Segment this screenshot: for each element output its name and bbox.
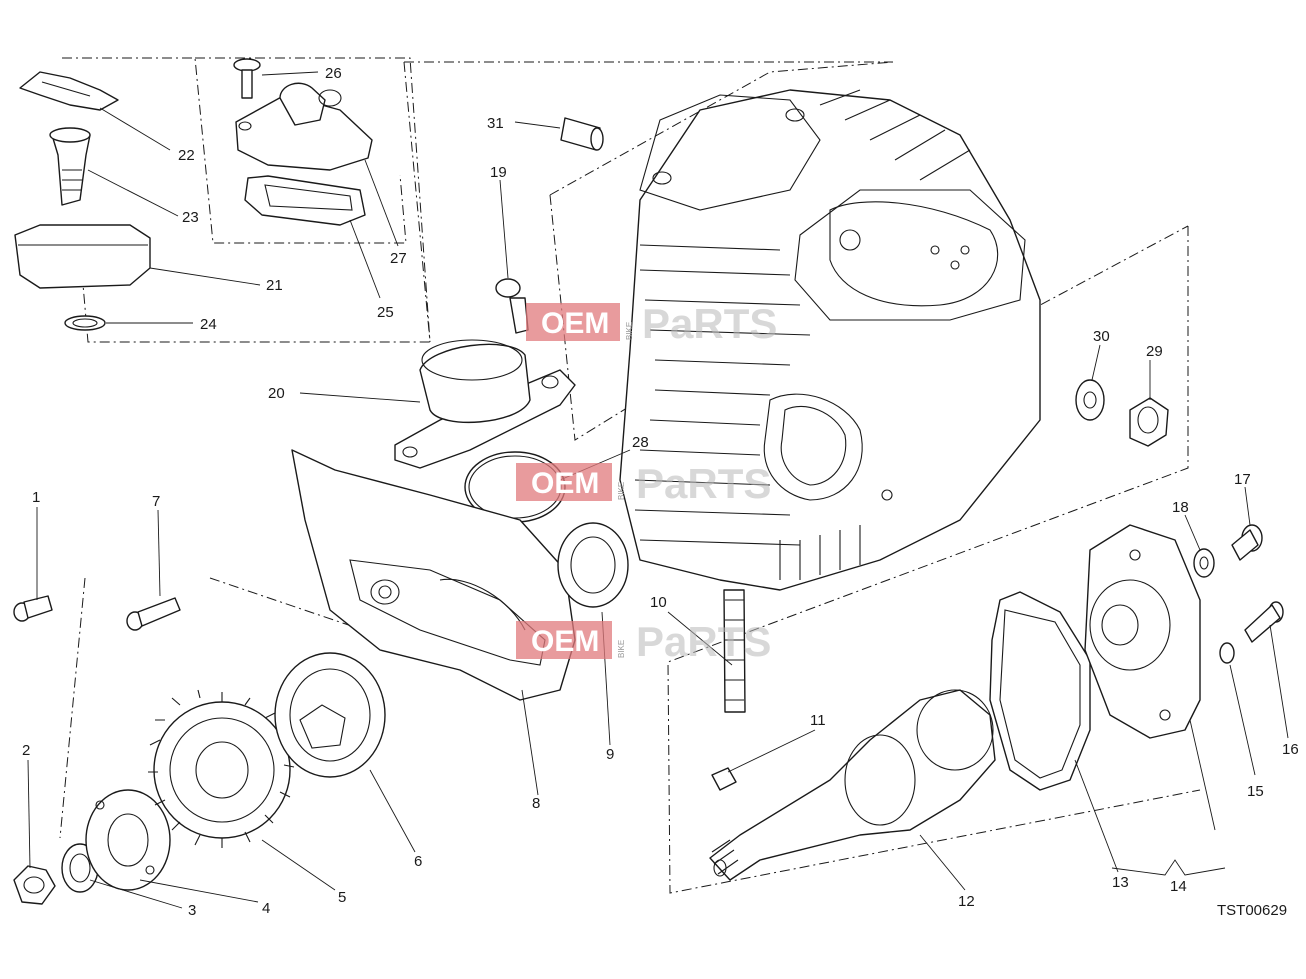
watermark-parts: PaRTS [636,618,771,665]
callout-12: 12 [958,893,975,910]
intake-flange-20 [394,339,576,469]
watermark-top: OEM BIKE PaRTS [526,300,777,347]
callout-8: 8 [532,795,540,812]
watermark-bike: BIKE [617,640,626,658]
callout-2: 2 [22,742,30,759]
callout-24: 24 [200,316,217,333]
callout-10: 10 [650,594,667,611]
pulley-6 [274,652,386,778]
cylinder-head [619,89,1041,591]
screw-17 [1231,524,1263,561]
watermark-bike: BIKE [625,322,634,340]
watermark-oem: OEM [531,625,599,658]
callout-9: 9 [606,746,614,763]
callout-30: 30 [1093,328,1110,345]
screw-16 [1244,601,1284,643]
callout-25: 25 [377,304,394,321]
callout-29: 29 [1146,343,1163,360]
callout-26: 26 [325,65,342,82]
breather-cover-27 [235,82,373,171]
oil-seal-9 [557,522,629,608]
gasket-25 [244,175,366,226]
callout-18: 18 [1172,499,1189,516]
end-cover-14 [1084,524,1201,739]
callout-22: 22 [178,147,195,164]
watermark-middle: OEM BIKE PaRTS [516,460,771,507]
screw-7 [126,597,181,631]
callout-21: 21 [266,277,283,294]
callout-numbers: 1 2 3 4 5 6 7 8 9 10 11 12 13 14 15 16 1… [22,65,1299,919]
callout-27: 27 [390,250,407,267]
breather-bracket [19,71,119,111]
callout-1: 1 [32,489,40,506]
callout-7: 7 [152,493,160,510]
key-11 [711,767,737,791]
watermark-bike: BIKE [617,482,626,500]
stud-10 [723,589,746,713]
callout-28: 28 [632,434,649,451]
callout-17: 17 [1234,471,1251,488]
washer-30 [1075,379,1105,421]
watermark-oem: OEM [531,467,599,500]
callout-4: 4 [262,900,270,917]
valve-cover-small [14,224,151,289]
callout-11: 11 [810,712,826,729]
callout-6: 6 [414,853,422,870]
nut-2 [13,865,56,905]
callout-15: 15 [1247,783,1264,800]
timing-gear-5 [148,689,295,848]
watermark-parts: PaRTS [642,300,777,347]
screw-19 [495,278,529,334]
washer-18 [1193,548,1215,578]
screw-1 [13,595,53,622]
leader-lines [27,71,1289,909]
watermark-oem: OEM [541,307,609,340]
callout-5: 5 [338,889,346,906]
watermark-bottom: OEM BIKE PaRTS [516,618,771,665]
callout-31: 31 [487,115,504,132]
watermark-parts: PaRTS [636,460,771,507]
washer-24 [64,315,106,331]
callout-3: 3 [188,902,196,919]
screw-26 [233,58,261,99]
sleeve-31 [560,117,604,151]
callout-16: 16 [1282,741,1299,758]
callout-13: 13 [1112,874,1129,891]
camshaft-12 [709,689,996,881]
callout-20: 20 [268,385,285,402]
nut-29 [1129,397,1169,447]
gasket-13 [989,591,1091,791]
callout-14: 14 [1170,878,1187,895]
breather-pipe [49,127,91,206]
callout-19: 19 [490,164,507,181]
drawing-code: TST00629 [1217,902,1287,919]
flange-plate-4 [85,789,171,891]
washer-15 [1219,642,1235,664]
callout-23: 23 [182,209,199,226]
belt-cover-8 [291,449,576,701]
